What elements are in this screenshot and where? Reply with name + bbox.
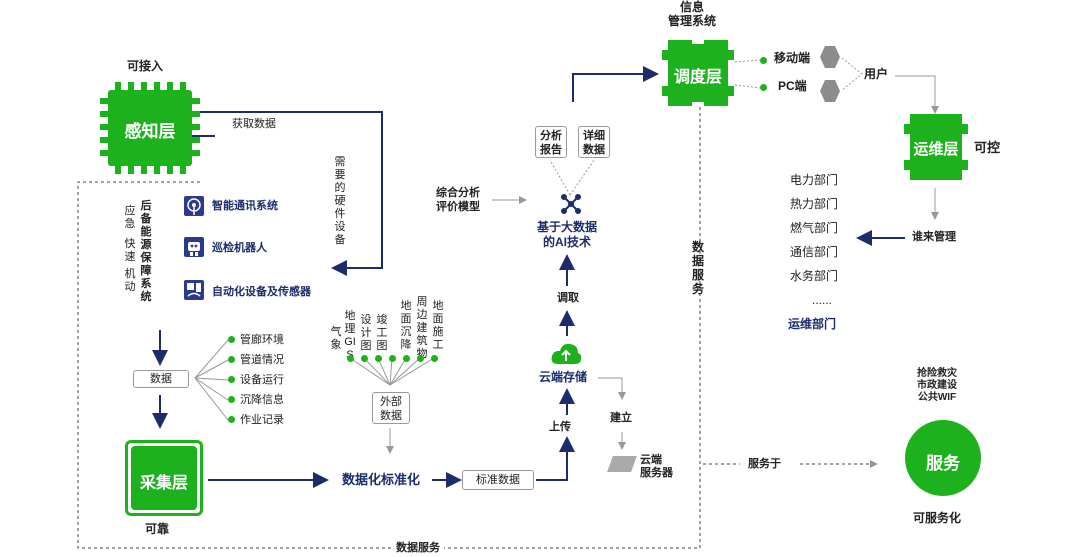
operations-layer-label: 运维层 <box>913 141 959 158</box>
department-item: 热力部门 <box>790 197 839 211</box>
sensor-icon <box>184 280 204 300</box>
department-item: ...... <box>812 293 833 307</box>
data-item: 管廊环境 <box>240 334 284 346</box>
fast-label: 快速 <box>124 238 136 263</box>
department-item: 电力部门 <box>790 173 839 187</box>
external-item-dot <box>375 355 382 362</box>
ai-tech-label: 基于大数据 的AI技术 <box>537 220 598 249</box>
external-data-box: 外部 数据 <box>372 392 410 424</box>
collection-layer-label: 采集层 <box>139 475 188 492</box>
build-label: 建立 <box>610 412 632 424</box>
data-item-dot <box>228 336 235 343</box>
data-item: 沉降信息 <box>240 394 284 406</box>
scheduling-layer-chip <box>662 40 734 106</box>
controllable-label: 可控 <box>974 140 1001 155</box>
serviceable-label: 可服务化 <box>913 511 962 525</box>
data-item: 设备运行 <box>240 374 284 386</box>
analysis-report-box: 分析 报告 <box>535 126 567 158</box>
digitize-label: 数据化标准化 <box>342 472 421 487</box>
external-item-dot <box>431 355 438 362</box>
data-item-dot <box>228 396 235 403</box>
retrieve-label: 调取 <box>557 292 579 304</box>
department-item: 通信部门 <box>790 245 839 259</box>
external-item: 周边建筑物 <box>416 296 428 360</box>
public-services-label: 抢险救灾 市政建设 公共WIF <box>917 368 957 403</box>
collection-layer-chip <box>131 446 197 510</box>
data-item-dot <box>228 376 235 383</box>
system-label-comm: 智能通讯系统 <box>212 200 278 212</box>
system-label-sensor: 自动化设备及传感器 <box>212 286 311 298</box>
external-item-dot <box>403 355 410 362</box>
data-service-horizontal-label: 数据服务 <box>392 542 444 555</box>
emergency-label: 应急 <box>124 205 136 230</box>
who-manages-label: 谁来管理 <box>912 231 956 243</box>
external-item: 地面沉降 <box>400 300 412 351</box>
accessible-label: 可接入 <box>127 59 164 73</box>
terminal-dot <box>760 57 767 64</box>
service-label: 服务 <box>926 454 960 473</box>
ai-network-icon <box>560 193 582 215</box>
info-system-label: 信息 管理系统 <box>668 0 717 28</box>
operations-layer-chip <box>904 114 968 180</box>
perception-layer-label: 感知层 <box>124 122 176 141</box>
data-item: 管道情况 <box>240 354 284 366</box>
service-circle <box>905 420 981 496</box>
get-data-label: 获取数据 <box>232 118 276 130</box>
department-item: 燃气部门 <box>790 221 839 235</box>
backup-system-label: 后备能源保障系统 <box>140 200 152 303</box>
signal-tower-icon <box>184 196 204 216</box>
data-item-dot <box>228 416 235 423</box>
standard-data-box: 标准数据 <box>462 470 534 490</box>
needed-hardware-label: 需要的硬件设备 <box>334 156 346 246</box>
cloud-upload-icon <box>550 340 582 370</box>
department-item: 水务部门 <box>790 269 839 283</box>
scheduling-layer-label: 调度层 <box>673 69 722 86</box>
robot-icon <box>184 237 204 257</box>
external-item-dot <box>417 355 424 362</box>
data-item-dot <box>228 356 235 363</box>
mobile-label: 机动 <box>124 268 136 293</box>
reliable-label: 可靠 <box>145 522 170 536</box>
detail-data-box: 详细 数据 <box>578 126 610 158</box>
cloud-storage-label: 云端存储 <box>539 370 588 384</box>
system-label-robot: 巡检机器人 <box>212 242 267 254</box>
serves-label: 服务于 <box>748 458 781 470</box>
pc-end-label: PC端 <box>778 79 807 93</box>
external-item: 气象 <box>330 326 342 351</box>
external-item: 设计图 <box>360 314 372 352</box>
user-label: 用户 <box>864 67 889 81</box>
upload-label: 上传 <box>549 421 571 433</box>
monitor-icon <box>820 80 840 102</box>
external-item-dot <box>347 355 354 362</box>
analysis-model-label: 综合分析 评价模型 <box>436 187 480 213</box>
data-box: 数据 <box>133 370 189 388</box>
external-item-dot <box>389 355 396 362</box>
data-item: 作业记录 <box>240 414 284 426</box>
terminal-dot <box>760 84 767 91</box>
mobile-end-label: 移动端 <box>774 51 811 65</box>
external-item: 竣工图 <box>376 314 388 352</box>
cloud-server-label: 云端 服务器 <box>640 454 673 479</box>
collection-layer-frame <box>125 440 203 516</box>
data-service-vertical-label: 数据服务 <box>692 240 705 296</box>
department-item-ops: 运维部门 <box>788 317 837 331</box>
external-item: 地面施工 <box>432 300 444 351</box>
external-item-dot <box>361 355 368 362</box>
phone-icon <box>820 46 840 68</box>
